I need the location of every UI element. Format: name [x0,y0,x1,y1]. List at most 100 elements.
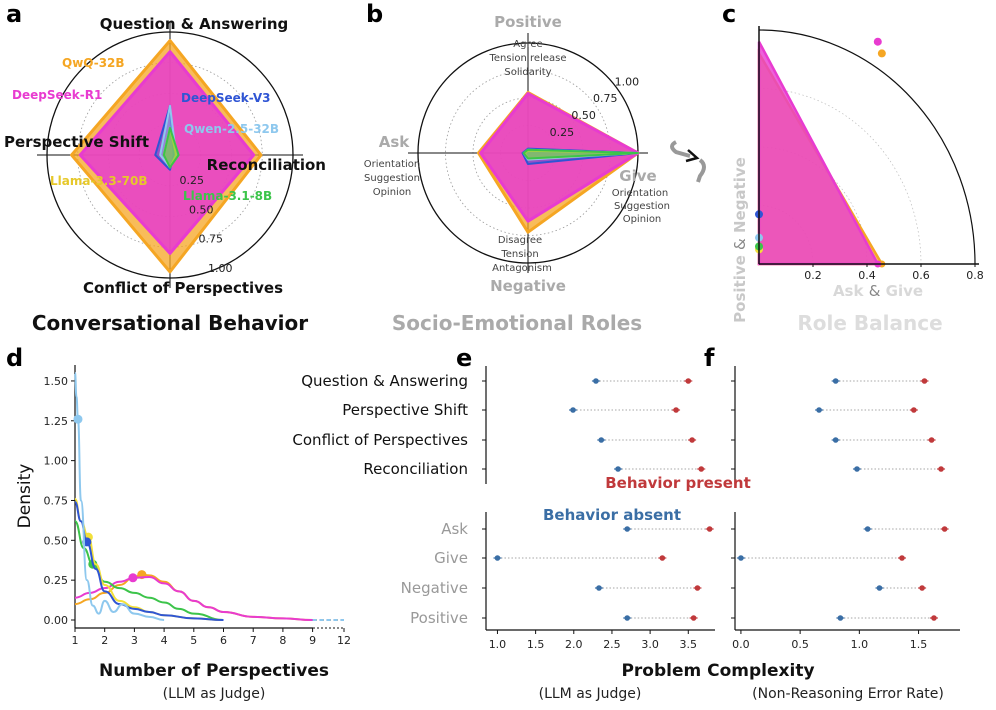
f-plot-absent-dot [816,407,822,413]
panel-a-tick-label: 1.00 [208,262,233,275]
panel-a-label-llama8: Llama-3.1-8B [183,189,272,203]
e-plot-xtick-label: 1.5 [527,638,545,651]
f-plot-present-dot [941,526,948,532]
row-label-ask: Ask [441,520,468,538]
f-plot-present-dot [938,466,944,472]
curved-arrow-grey-part [670,140,691,158]
panel-a-label-r1: DeepSeek-R1 [12,88,102,102]
panel-e-xsub: (LLM as Judge) [539,686,642,702]
panel-d-xtick-label: 12 [337,634,351,647]
panel-c-ylabel-amp: & [731,238,749,250]
panel-d-xtick-label: 3 [131,634,138,647]
panel-a-axis-shift: Perspective Shift [4,133,149,151]
e-plot-xtick-label: 3.0 [641,638,659,651]
panel-c-xlabel-give: Give [886,282,923,300]
panel-b-axis-negative: Negative [490,277,566,295]
f-plot-absent-dot [738,555,744,561]
panel-b-tick-label: 0.50 [571,109,596,122]
panel-b-give-sub-1: Suggestion [614,201,670,212]
panel-d-line-deepseek-v3 [74,501,224,621]
panel-b-ask-sub-2: Opinion [373,187,412,198]
panel-d-ytick-label: 1.25 [44,415,69,428]
panel-b-positive-sub-2: Solidarity [504,67,551,78]
row-label-perspective-shift: Perspective Shift [342,401,468,419]
panel-a: a 0.250.500.751.00 Question & Answering … [4,0,326,335]
panel-c-ylabel: Positive & Negative [731,157,749,323]
f-plot-absent-dot [832,378,839,384]
panel-c-arc [758,29,976,265]
panel-b-positive-sub-0: Agree [513,39,542,50]
panel-d-ytick-label: 1.00 [44,455,69,468]
panel-a-title: Conversational Behavior [32,311,308,335]
e-plot-absent-dot [598,437,605,443]
panel-a-series-deepseek-r1 [78,50,256,255]
f-plot-xtick-label: 0.5 [791,638,809,651]
panel-d-ylabel-wrap: Density [15,464,35,529]
e-plot-absent-dot [615,466,621,472]
e-plot-absent-dot [570,407,576,413]
panel-d-letter: d [6,344,23,372]
panel-b: b 0.250.500.751.00 Positive Agree Tensio… [364,0,706,335]
f-plot-absent-dot [837,615,844,621]
e-plot-absent-dot [624,615,631,621]
panel-d-xtick-label: 5 [190,634,197,647]
e-plot-present-dot [698,466,705,472]
f-plot-absent-dot [854,466,860,472]
f-plot-xtick-label: 1.5 [910,638,928,651]
f-plot-absent-dot [876,585,883,591]
panel-a-tick-label: 0.75 [199,233,224,246]
panel-d-xtick-label: 6 [220,634,227,647]
e-plot-xtick-label: 2.5 [603,638,621,651]
e-plot-xtick-label: 1.0 [489,638,507,651]
panel-a-label-qwen: Qwen-2.5-32B [184,122,279,136]
panel-a-tick-label: 0.50 [189,203,214,216]
panel-c-tick-label: 0.8 [966,269,984,282]
panels-ef-xlabel: Problem Complexity [621,661,814,681]
f-plot-absent-dot [832,437,839,443]
panel-d-xsub: (LLM as Judge) [163,686,266,702]
row-label-question-answering: Question & Answering [301,372,468,390]
panel-b-axis-give: Give [619,167,656,185]
f-plot-present-dot [931,615,937,621]
panel-d-ytick-label: 0.50 [44,534,69,547]
panel-d-ytick-label: 0.25 [44,574,69,587]
behavior-present-label: Behavior present [605,474,751,492]
panel-d-ytick-label: 0.00 [44,614,69,627]
panel-b-axis-ask: Ask [379,133,411,151]
e-plot-present-dot [685,378,692,384]
panel-f-letter: f [704,344,715,372]
row-label-reconciliation: Reconciliation [363,460,468,478]
panel-b-tick-label: 0.75 [593,92,618,105]
panel-e-letter: e [456,344,472,372]
panel-b-ask-sub-0: Orientation [364,159,420,170]
panel-d-line-deepseek-r1 [74,575,313,621]
panel-c-point-deepseek-r1 [873,37,882,46]
panel-a-label-llama70: Llama-3.3-70B [50,174,148,188]
panel-a-series-llama-3-1-8b [162,126,180,169]
panel-d-xlabel: Number of Perspectives [99,661,329,681]
panel-d-xtick-label: 2 [101,634,108,647]
e-plot-xtick-label: 2.0 [565,638,583,651]
panel-a-axis-conflict: Conflict of Perspectives [83,279,283,297]
panel-b-tick-label: 1.00 [615,75,640,88]
panel-d-peak-qwen-2-5-32b [73,414,83,424]
panel-d-ylabel: Density [15,464,35,529]
e-plot-absent-dot [494,555,501,561]
panel-c-point-qwq-32b [877,49,886,58]
panel-c-tick-label: 0.2 [804,269,822,282]
panel-a-series [70,39,263,274]
panel-c-xlabel-ask: Ask [833,282,865,300]
row-label-negative: Negative [401,579,468,597]
panel-b-ticks: 0.250.500.751.00 [550,75,640,139]
e-plot-absent-dot [624,526,631,532]
e-plot-absent-dot [596,585,602,591]
f-plot-xtick-label: 1.0 [851,638,869,651]
